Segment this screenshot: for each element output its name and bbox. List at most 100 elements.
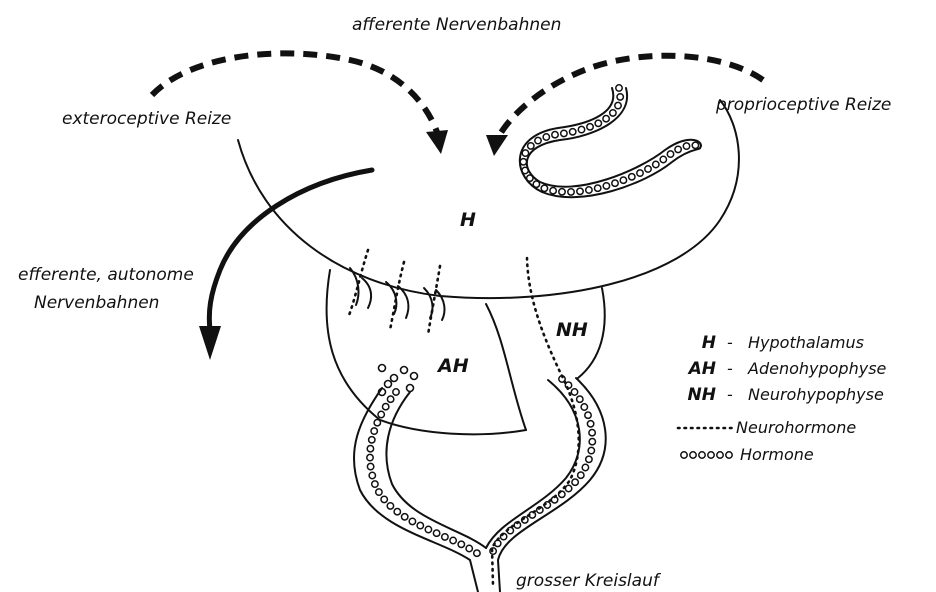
efferent-arrowhead	[199, 326, 221, 360]
hormone-bead	[581, 404, 587, 410]
label-proprioceptive: proprioceptive Reize	[715, 95, 891, 115]
legend-key-ah: AH	[687, 359, 716, 379]
legend-hormone-bead	[699, 452, 705, 458]
hormone-bead	[675, 146, 681, 152]
hormone-bead	[653, 161, 659, 167]
hormone-bead	[402, 514, 408, 520]
hormone-bead	[522, 167, 528, 173]
hormone-bead	[367, 446, 373, 452]
hypothalamus-outline	[238, 100, 739, 298]
hormone-bead	[589, 439, 595, 445]
hormone-bead	[409, 518, 415, 524]
hormone-bead	[588, 447, 594, 453]
hormone-bead	[568, 189, 574, 195]
legend-key-nh: NH	[688, 385, 716, 405]
hormone-bead	[595, 120, 601, 126]
hormone-bead	[550, 188, 556, 194]
portal-vessel-left-inner	[386, 392, 486, 548]
hormone-bead	[660, 156, 666, 162]
hormone-bead	[417, 522, 423, 528]
hormone-bead	[603, 183, 609, 189]
hormone-bead	[442, 534, 448, 540]
hormone-bead	[552, 132, 558, 138]
hormone-bead	[520, 159, 526, 165]
legend-text-h: Hypothalamus	[748, 333, 864, 352]
hormone-bead	[425, 526, 431, 532]
label-afferent: afferente Nervenbahnen	[352, 15, 561, 35]
label-nh: NH	[556, 319, 588, 341]
hormone-bead	[367, 463, 373, 469]
label-efferent-2: Nervenbahnen	[34, 293, 159, 313]
hormone-bead	[527, 175, 533, 181]
hormone-bead	[394, 509, 400, 515]
label-efferent-1: efferente, autonome	[18, 265, 194, 285]
hormone-bead	[466, 545, 472, 551]
afferent-arrowhead-left	[426, 130, 448, 154]
hormone-bead	[617, 94, 623, 100]
hormone-bead	[571, 389, 577, 395]
hormone-bead	[383, 404, 389, 410]
ah-release-dots	[379, 365, 418, 396]
hormone-bead	[692, 142, 698, 148]
hormone-bead	[543, 134, 549, 140]
legend-sep-ah: -	[727, 359, 733, 378]
hormone-bead	[645, 166, 651, 172]
legend-sep-nh: -	[727, 385, 733, 404]
legend-hormone-bead	[690, 452, 696, 458]
hormone-bead	[578, 126, 584, 132]
legend-text-neurohormone: Neurohormone	[736, 418, 856, 437]
hormone-bead	[603, 116, 609, 122]
ah-nh-divider	[486, 304, 526, 430]
hormone-bead	[376, 489, 382, 495]
hormone-bead	[612, 180, 618, 186]
legend-hormone-bead	[708, 452, 714, 458]
label-circulation: grosser Kreislauf	[516, 571, 662, 591]
hormone-bead	[387, 503, 393, 509]
hormone-bead	[541, 185, 547, 191]
hormone-bead	[683, 143, 689, 149]
legend-sep-h: -	[727, 333, 733, 352]
hormone-bead	[474, 550, 480, 556]
hormone-bead	[610, 110, 616, 116]
hormone-bead	[586, 456, 592, 462]
hormone-bead	[595, 185, 601, 191]
hormone-bead	[589, 430, 595, 436]
hormone-bead	[572, 479, 578, 485]
portal-vessel-right	[498, 378, 606, 592]
hormone-bead	[585, 412, 591, 418]
hormone-bead	[369, 472, 375, 478]
pituitary-bottom-outline	[380, 420, 526, 434]
hormone-bead	[381, 496, 387, 502]
hormone-bead	[620, 177, 626, 183]
hormone-bead	[577, 396, 583, 402]
hormone-bead	[586, 187, 592, 193]
hormone-bead	[369, 437, 375, 443]
hormone-bead	[637, 170, 643, 176]
hormone-bead	[577, 188, 583, 194]
legend-text-nh: Neurohypophyse	[748, 385, 884, 404]
hormone-bead	[570, 129, 576, 135]
hormone-bead	[616, 85, 622, 91]
label-ah: AH	[436, 355, 469, 377]
hormone-bead	[458, 541, 464, 547]
hormone-bead	[561, 130, 567, 136]
legend-text-ah: Adenohypophyse	[747, 359, 887, 378]
hormone-bead	[522, 150, 528, 156]
hormone-bead	[374, 420, 380, 426]
legend-hormone-swatch	[681, 452, 732, 458]
portal-vessel-left	[354, 388, 478, 592]
hormone-bead	[393, 389, 399, 395]
neurohormone-path	[492, 258, 579, 585]
hormone-bead	[528, 143, 534, 149]
legend: H - Hypothalamus AH - Adenohypophyse NH …	[678, 333, 887, 464]
hormone-bead	[615, 102, 621, 108]
legend-hormone-bead	[726, 452, 732, 458]
hormone-bead	[587, 421, 593, 427]
hormone-bead	[372, 481, 378, 487]
hormone-bead	[629, 174, 635, 180]
pituitary-left-outline	[327, 270, 380, 420]
hormone-bead	[565, 485, 571, 491]
hormone-bead	[559, 189, 565, 195]
hormone-bead	[533, 181, 539, 187]
